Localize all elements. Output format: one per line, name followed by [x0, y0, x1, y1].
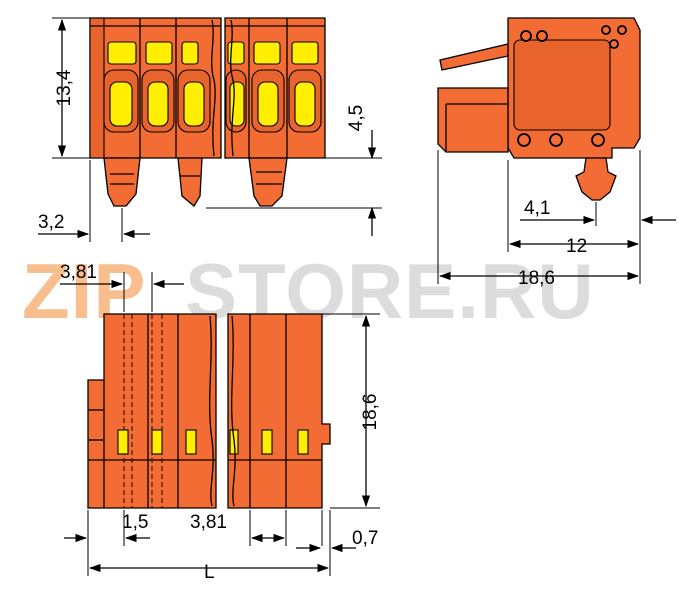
- dim-bottom-pitch: 3,81: [190, 512, 227, 533]
- front-release-buttons: [107, 41, 319, 65]
- bottom-housing-right: [227, 313, 331, 509]
- bottom-centerlines: [123, 314, 163, 508]
- dim-pin-offset: 3,2: [38, 212, 64, 233]
- dim-pin-depth: 4,5: [346, 105, 367, 131]
- side-panel: [513, 39, 611, 131]
- dim-side-offset: 4,1: [524, 198, 550, 219]
- front-pins: [103, 157, 288, 207]
- side-pin: [575, 157, 617, 201]
- dim-bottom-offset: 1,5: [122, 512, 148, 533]
- dim-bottom-lip: 0,7: [352, 528, 378, 549]
- dim-bottom-height: 18,6: [360, 394, 381, 431]
- side-view: [437, 17, 641, 201]
- dim-pitch-top: 3,81: [60, 262, 97, 283]
- front-division-lines: [90, 18, 325, 158]
- side-latch: [439, 43, 509, 71]
- dim-side-width-inner: 12: [566, 236, 587, 257]
- dim-side-width-total: 18,6: [518, 268, 555, 289]
- bottom-view: [87, 313, 331, 509]
- break-line-right: [230, 19, 235, 157]
- break-line-left: [211, 19, 216, 157]
- side-front-block: [437, 87, 509, 153]
- bottom-dimensions: 3,81 18,6 1,5 3,81 0,7 L: [60, 262, 381, 583]
- front-lever-slots: [103, 69, 322, 133]
- front-side-rail: [89, 17, 105, 159]
- front-view: [89, 17, 326, 207]
- bottom-break-right: [231, 315, 236, 507]
- dim-height-front: 13,4: [54, 69, 75, 106]
- side-dimensions: 4,1 12 18,6: [437, 150, 676, 289]
- front-dimensions: 13,4 4,5 3,2: [38, 17, 382, 242]
- bottom-break-left: [209, 315, 214, 507]
- dim-length: L: [204, 562, 215, 583]
- side-holes: [517, 25, 627, 147]
